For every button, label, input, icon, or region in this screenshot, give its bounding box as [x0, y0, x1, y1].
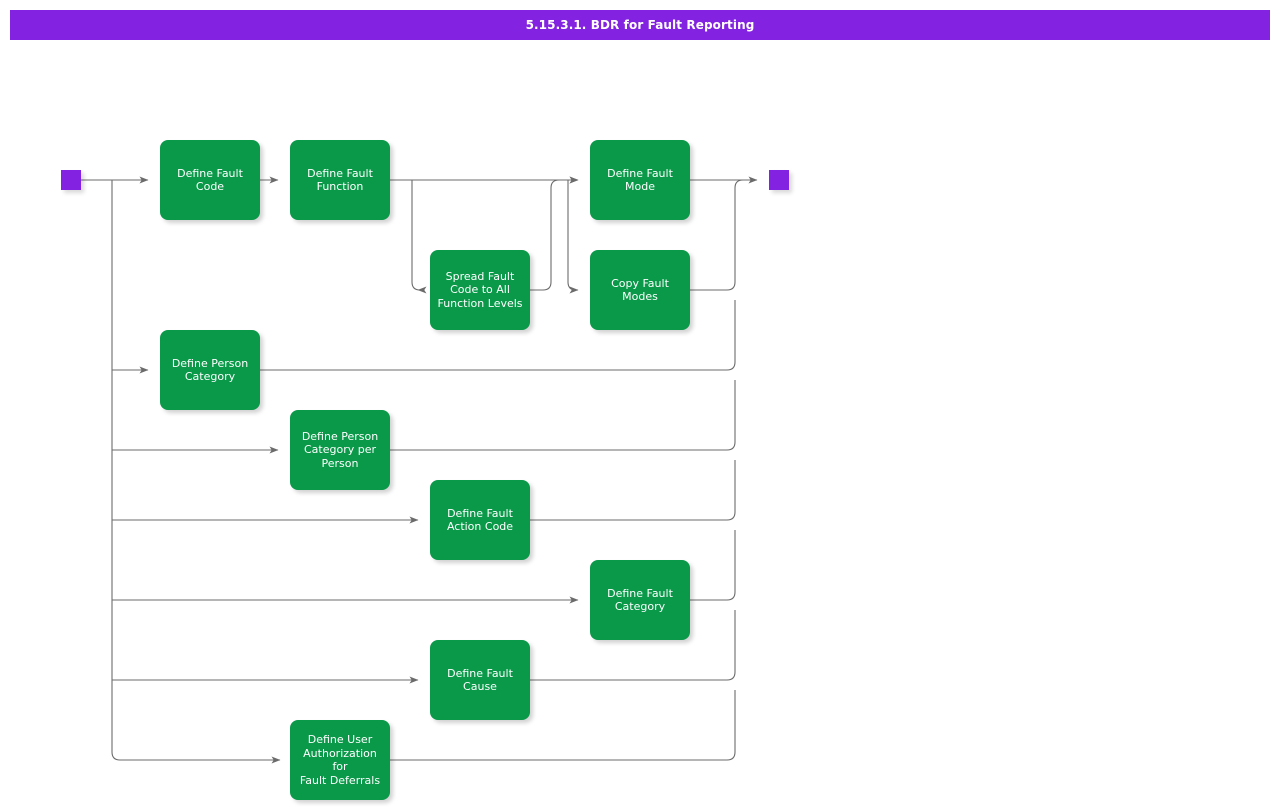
edge-function-spread: [411, 180, 427, 294]
node-define-fault-function[interactable]: Define Fault Function: [290, 140, 390, 220]
node-copy-fault-modes[interactable]: Copy Fault Modes: [590, 250, 690, 330]
node-label: Define Fault Code: [177, 166, 243, 194]
node-label: Define Person Category: [171, 356, 249, 384]
page-title: 5.15.3.1. BDR for Fault Reporting: [525, 18, 755, 32]
edge-spread-mode: [530, 176, 579, 291]
node-define-fault-action-code[interactable]: Define Fault Action Code: [430, 480, 530, 560]
node-label: Spread Fault Code to All Function Levels: [437, 269, 523, 310]
node-label: Define Fault Cause: [447, 666, 513, 694]
edge-function-copy: [567, 180, 579, 294]
node-define-fault-category[interactable]: Define Fault Category: [590, 560, 690, 640]
start-terminal-node[interactable]: [61, 170, 81, 190]
node-label: Define Fault Category: [607, 586, 673, 614]
node-define-fault-code[interactable]: Define Fault Code: [160, 140, 260, 220]
node-define-fault-mode[interactable]: Define Fault Mode: [590, 140, 690, 220]
node-label: Define User Authorization for Fault Defe…: [299, 733, 381, 787]
edge-start-bus-drop: [111, 180, 281, 764]
edge-fault-category-bus: [690, 530, 736, 601]
node-spread-fault-code[interactable]: Spread Fault Code to All Function Levels: [430, 250, 530, 330]
node-label: Define Fault Mode: [607, 166, 673, 194]
node-label: Define Fault Action Code: [446, 506, 514, 534]
node-define-person-category[interactable]: Define Person Category: [160, 330, 260, 410]
edge-person-cat-per-person-bus: [390, 380, 736, 451]
edge-fault-action-code-bus: [530, 460, 736, 521]
node-label: Define Person Category per Person: [301, 429, 379, 470]
end-terminal-node[interactable]: [769, 170, 789, 190]
node-define-fault-cause[interactable]: Define Fault Cause: [430, 640, 530, 720]
edge-copy-end: [690, 179, 757, 291]
node-label: Copy Fault Modes: [611, 276, 669, 304]
node-label: Define Fault Function: [307, 166, 373, 194]
node-define-user-authorization[interactable]: Define User Authorization for Fault Defe…: [290, 720, 390, 800]
node-define-person-category-per-person[interactable]: Define Person Category per Person: [290, 410, 390, 490]
title-bar: 5.15.3.1. BDR for Fault Reporting: [10, 10, 1270, 40]
